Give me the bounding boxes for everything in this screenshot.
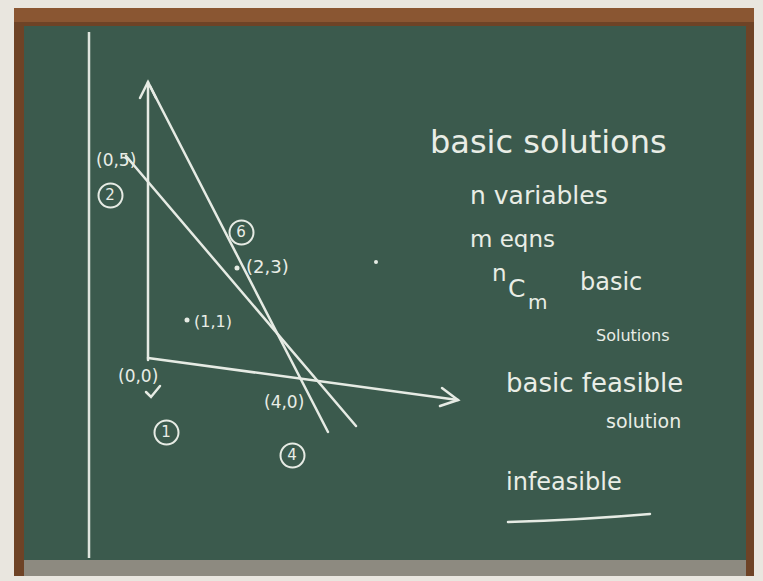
circled-number: 6 <box>228 219 255 246</box>
chalk-label: infeasible <box>506 470 622 494</box>
board-surface <box>24 26 746 566</box>
point-dot <box>235 266 240 271</box>
underline <box>508 514 650 522</box>
circled-number-text: 6 <box>228 225 255 240</box>
circled-number: 4 <box>279 442 306 469</box>
circled-number-text: 2 <box>97 188 124 203</box>
chalk-dot <box>374 260 378 264</box>
circled-number-text: 1 <box>153 425 180 440</box>
chalk-ledge <box>24 560 746 576</box>
constraint-line <box>126 156 356 426</box>
chalk-label: (0,0) <box>118 368 158 385</box>
chalk-label: basic solutions <box>430 126 667 158</box>
chalk-label: (0,5) <box>96 152 136 169</box>
constraint-line <box>150 86 328 432</box>
board-edge-line <box>88 32 91 558</box>
chalk-label: basic feasible <box>506 370 683 396</box>
chalk-label: solution <box>606 412 681 431</box>
chalk-label: n variables <box>470 183 608 208</box>
chalk-label: n <box>492 262 507 285</box>
circled-number-text: 4 <box>279 448 306 463</box>
chalk-label: (1,1) <box>194 314 232 330</box>
circled-number: 1 <box>153 419 180 446</box>
wooden-frame <box>14 8 754 576</box>
point-dot <box>185 318 190 323</box>
chalk-label: C <box>508 276 525 301</box>
chalk-label: m <box>528 292 547 312</box>
check-mark <box>146 386 160 397</box>
circled-number: 2 <box>97 182 124 209</box>
x-axis-arrow <box>440 388 458 406</box>
chalk-label: m eqns <box>470 228 555 251</box>
y-axis <box>147 82 150 360</box>
chalk-label: (4,0) <box>264 394 304 411</box>
chalk-label: (2,3) <box>246 258 289 276</box>
frame-top <box>14 8 754 22</box>
chalk-label: Solutions <box>596 328 670 344</box>
chalk-label: basic <box>580 270 642 294</box>
